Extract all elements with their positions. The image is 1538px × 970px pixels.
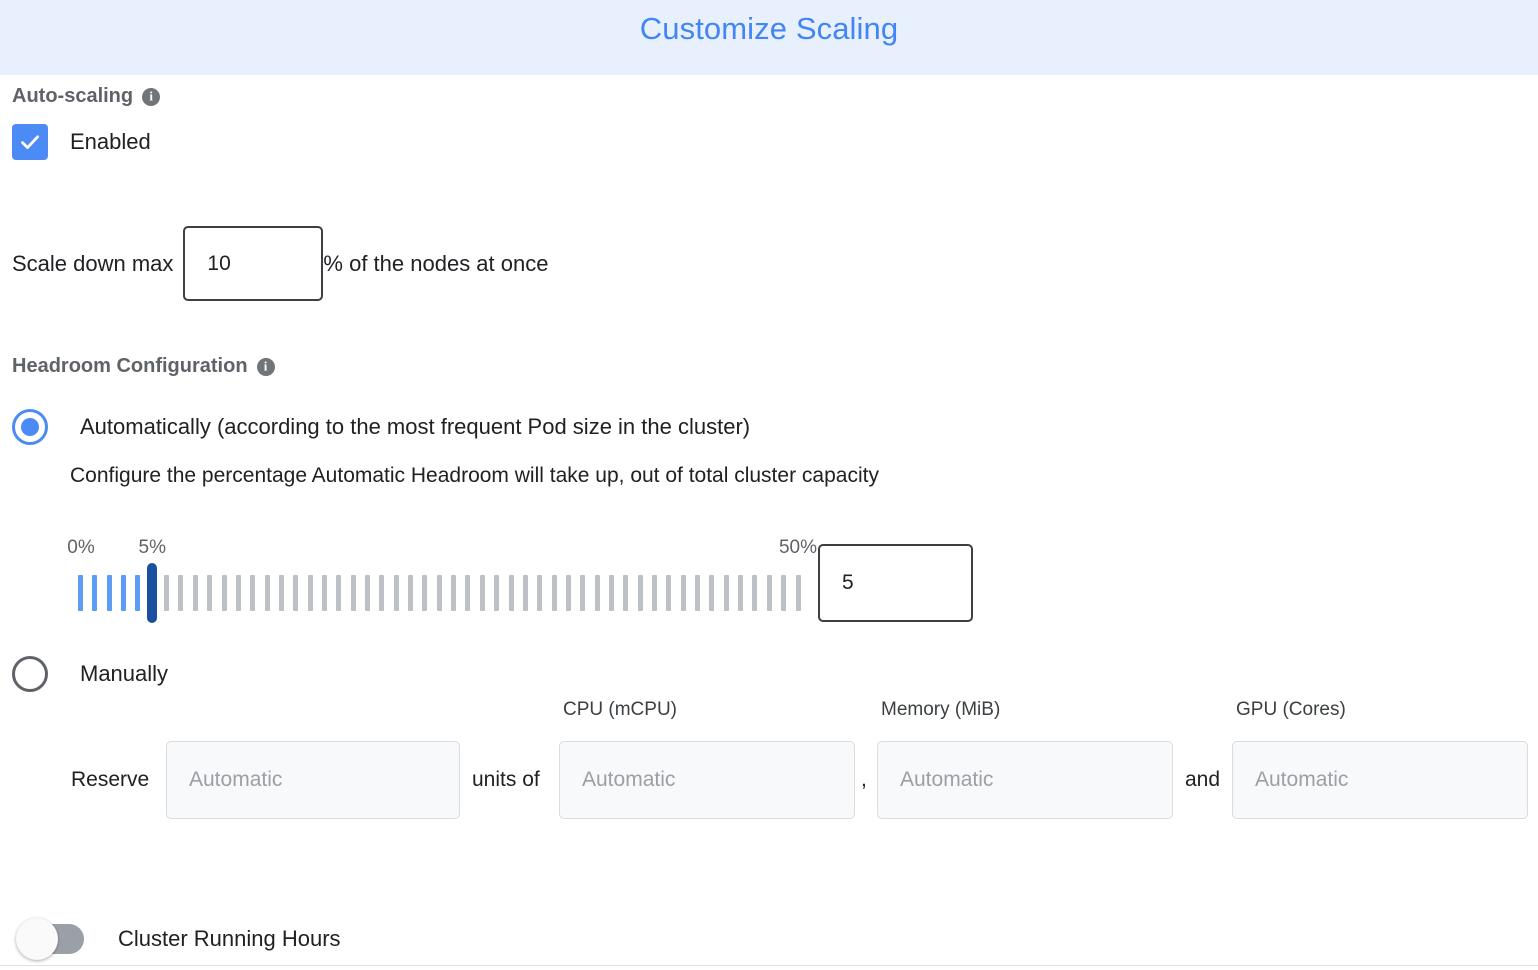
- slider-tick: [422, 575, 428, 611]
- bottom-divider: [0, 965, 1538, 966]
- slider-tick: [135, 575, 141, 611]
- slider-thumb[interactable]: [147, 563, 158, 623]
- slider-track[interactable]: [78, 563, 808, 623]
- slider-tick: [436, 575, 442, 611]
- headroom-percentage-input[interactable]: [818, 544, 973, 622]
- scale-down-max-suffix: % of the nodes at once: [323, 250, 549, 276]
- slider-current-label: 5%: [138, 537, 166, 558]
- cluster-running-hours-label: Cluster Running Hours: [118, 926, 341, 951]
- slider-min-label: 0%: [67, 537, 95, 558]
- comma-separator: ,: [861, 768, 867, 791]
- slider-tick: [451, 575, 457, 611]
- auto-scaling-heading: Auto-scaling i: [12, 85, 161, 108]
- headroom-manually-radio[interactable]: [12, 656, 48, 692]
- slider-tick: [278, 575, 284, 611]
- slider-tick: [250, 575, 256, 611]
- slider-tick: [264, 575, 270, 611]
- slider-tick: [465, 575, 471, 611]
- reserve-units-input[interactable]: [166, 741, 460, 819]
- headroom-configuration-heading: Headroom Configuration i: [12, 355, 275, 378]
- slider-tick: [580, 575, 586, 611]
- info-icon-glyph: i: [263, 358, 268, 374]
- and-separator: and: [1185, 768, 1221, 791]
- slider-tick: [365, 575, 370, 611]
- slider-tick: [795, 575, 801, 611]
- slider-tick: [336, 575, 342, 611]
- column-label-memory: Memory (MiB): [881, 699, 1001, 720]
- cluster-running-hours-toggle[interactable]: [16, 918, 84, 960]
- headroom-option-manually[interactable]: Manually: [12, 656, 168, 692]
- slider-tick: [307, 575, 313, 611]
- auto-scaling-enabled-row[interactable]: Enabled: [12, 124, 151, 160]
- headroom-percentage-slider[interactable]: 0% 5% 50%: [67, 537, 817, 623]
- headroom-configuration-heading-label: Headroom Configuration: [12, 355, 248, 377]
- slider-tick: [537, 575, 543, 611]
- reserve-gpu-input[interactable]: [1232, 741, 1528, 819]
- reserve-memory-input[interactable]: [877, 741, 1173, 819]
- column-label-cpu: CPU (mCPU): [563, 699, 677, 720]
- reserve-cpu-input[interactable]: [559, 741, 855, 819]
- headroom-automatic-radio[interactable]: [12, 409, 48, 445]
- slider-tick: [623, 575, 629, 611]
- auto-scaling-enabled-label: Enabled: [70, 129, 151, 154]
- slider-tick: [78, 575, 83, 611]
- slider-tick: [379, 575, 385, 611]
- slider-tick: [235, 575, 241, 611]
- scale-down-max-input[interactable]: [183, 226, 324, 301]
- info-icon[interactable]: i: [142, 87, 161, 106]
- check-icon: [21, 135, 39, 149]
- scale-down-max-label: Scale down max: [12, 250, 174, 276]
- slider-tick: [121, 575, 127, 611]
- auto-scaling-heading-label: Auto-scaling: [12, 85, 134, 107]
- slider-tick: [608, 575, 614, 611]
- slider-tick: [164, 575, 170, 611]
- dialog-header: Customize Scaling: [0, 0, 1538, 75]
- units-of-label: units of: [472, 768, 540, 791]
- slider-tick: [293, 575, 299, 611]
- slider-tick-labels: 0% 5% 50%: [67, 537, 817, 563]
- slider-tick: [350, 575, 356, 611]
- headroom-automatic-label: Automatically (according to the most fre…: [80, 414, 751, 439]
- slider-max-label: 50%: [778, 537, 818, 558]
- headroom-automatic-helper: Configure the percentage Automatic Headr…: [70, 464, 879, 487]
- slider-tick: [594, 575, 600, 611]
- slider-tick: [551, 575, 557, 611]
- slider-tick: [752, 575, 758, 611]
- slider-tick: [766, 575, 772, 611]
- slider-tick: [652, 575, 657, 611]
- slider-tick: [565, 575, 571, 611]
- page-title: Customize Scaling: [639, 11, 899, 46]
- scale-down-max-row: Scale down max % of the nodes at once: [12, 226, 548, 301]
- toggle-knob: [16, 918, 58, 960]
- slider-tick: [666, 575, 672, 611]
- headroom-manually-label: Manually: [80, 661, 169, 686]
- slider-tick: [738, 575, 744, 611]
- slider-tick: [781, 575, 787, 611]
- slider-tick: [321, 575, 327, 611]
- column-label-gpu: GPU (Cores): [1236, 699, 1346, 720]
- cluster-running-hours-row[interactable]: Cluster Running Hours: [16, 918, 341, 960]
- slider-tick: [709, 575, 715, 611]
- auto-scaling-enabled-checkbox[interactable]: [12, 124, 48, 160]
- slider-tick: [192, 575, 198, 611]
- slider-tick: [178, 575, 184, 611]
- slider-tick: [408, 575, 414, 611]
- slider-tick: [637, 575, 643, 611]
- slider-tick: [207, 575, 213, 611]
- slider-tick: [92, 575, 98, 611]
- reserve-label: Reserve: [71, 768, 150, 791]
- info-icon[interactable]: i: [256, 357, 275, 376]
- slider-tick: [221, 575, 227, 611]
- slider-tick: [494, 575, 500, 611]
- slider-tick: [106, 575, 112, 611]
- slider-tick: [695, 575, 701, 611]
- slider-tick: [393, 575, 399, 611]
- slider-tick: [522, 575, 528, 611]
- slider-tick: [479, 575, 485, 611]
- info-icon-glyph: i: [149, 88, 153, 104]
- slider-tick: [508, 575, 514, 611]
- slider-tick: [680, 575, 686, 611]
- slider-tick: [723, 575, 729, 611]
- headroom-option-automatic[interactable]: Automatically (according to the most fre…: [12, 409, 750, 445]
